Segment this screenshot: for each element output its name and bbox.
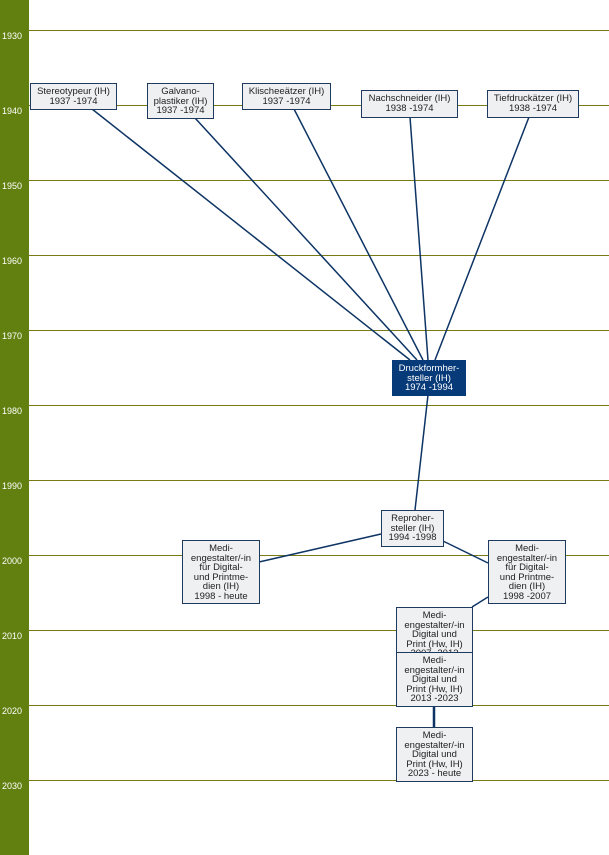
year-gridline — [29, 405, 609, 406]
year-label: 1960 — [2, 256, 23, 266]
year-label: 1970 — [2, 331, 23, 341]
year-label: 2020 — [2, 706, 23, 716]
year-gridline — [29, 30, 609, 31]
profession-box-tiefdruckaetzer[interactable]: Tiefdruckätzer (IH) 1938 -1974 — [487, 90, 579, 118]
link-tief-druck — [434, 116, 530, 361]
profession-box-mediengestalter-1998-heute[interactable]: Medi- engestalter/-in für Digital- und P… — [182, 540, 260, 604]
year-gridline — [29, 630, 609, 631]
year-gridline — [29, 180, 609, 181]
profession-box-galvanoplastiker[interactable]: Galvano- plastiker (IH) 1937 -1974 — [147, 83, 214, 119]
profession-box-druckformhersteller-current[interactable]: Druckformher- steller (IH) 1974 -1994 — [392, 360, 466, 396]
year-label: 1930 — [2, 31, 23, 41]
year-label: 1980 — [2, 406, 23, 416]
link-repro-medi-right — [442, 540, 489, 564]
timeline-sidebar — [0, 0, 29, 855]
year-label: 1990 — [2, 481, 23, 491]
profession-box-nachschneider[interactable]: Nachschneider (IH) 1938 -1974 — [361, 90, 458, 118]
year-label: 2030 — [2, 781, 23, 791]
year-label: 2000 — [2, 556, 23, 566]
year-gridline — [29, 780, 609, 781]
link-medi-right-2007 — [471, 596, 489, 608]
profession-box-mediengestalter-1998-2007[interactable]: Medi- engestalter/-in für Digital- und P… — [488, 540, 566, 604]
link-stereo-druck — [91, 108, 411, 361]
link-galvano-druck — [194, 117, 418, 361]
year-gridline — [29, 480, 609, 481]
profession-box-stereotypeur[interactable]: Stereotypeur (IH) 1937 -1974 — [30, 83, 117, 110]
year-gridline — [29, 555, 609, 556]
link-repro-medi-left — [258, 533, 382, 563]
profession-box-mediengestalter-2007-2013[interactable]: Medi- engestalter/-in Digital und Print … — [396, 607, 473, 653]
year-gridline — [29, 705, 609, 706]
year-label: 1940 — [2, 106, 23, 116]
link-nach-druck — [409, 116, 429, 361]
year-gridline — [29, 330, 609, 331]
profession-box-mediengestalter-2013-2023[interactable]: Medi- engestalter/-in Digital und Print … — [396, 652, 473, 707]
year-gridline — [29, 255, 609, 256]
year-label: 2010 — [2, 631, 23, 641]
profession-box-klischeeaetzer[interactable]: Klischeeätzer (IH) 1937 -1974 — [242, 83, 331, 110]
profession-box-reprohersteller[interactable]: Reproher- steller (IH) 1994 -1998 — [381, 510, 444, 547]
year-label: 1950 — [2, 181, 23, 191]
link-druck-repro — [414, 394, 429, 511]
link-klischee-druck — [293, 108, 424, 361]
profession-box-mediengestalter-2023-heute[interactable]: Medi- engestalter/-in Digital und Print … — [396, 727, 473, 782]
